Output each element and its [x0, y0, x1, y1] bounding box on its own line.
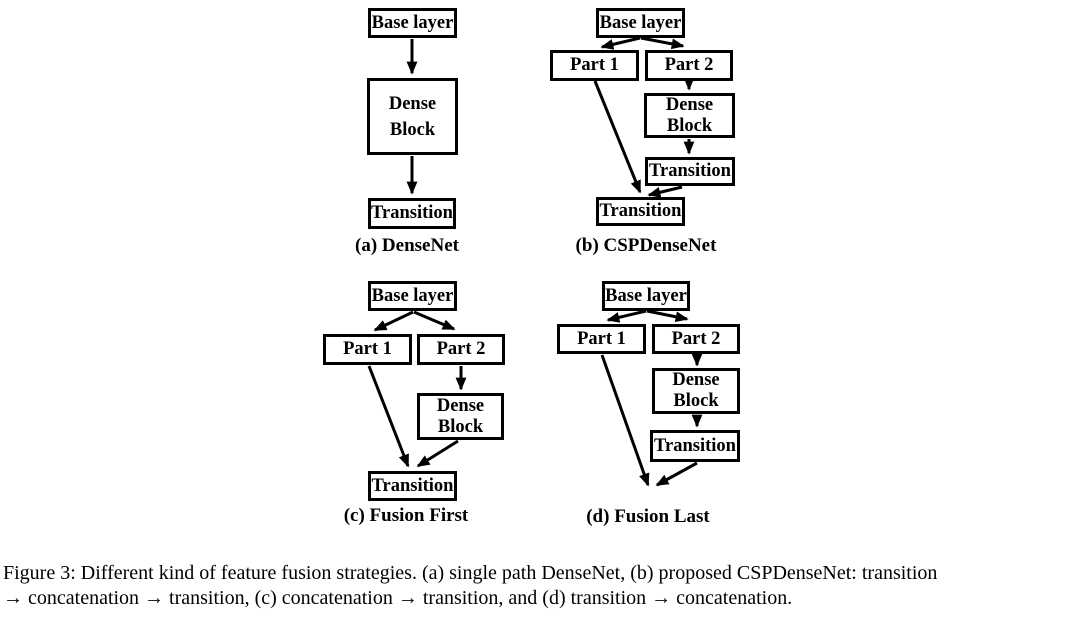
arrow-c-base-to-part1: [373, 310, 414, 332]
d-part1-label: Part 1: [577, 328, 626, 349]
a-transition-label: Transition: [371, 203, 453, 223]
panel-c-caption: (c) Fusion First: [343, 505, 469, 526]
a-base-layer-label: Base layer: [371, 12, 454, 33]
figure-caption-line2: → concatenation → transition, (c) concat…: [3, 587, 793, 609]
b-base-layer-label: Base layer: [599, 12, 682, 33]
arrow-b-base-to-part2: [640, 36, 685, 50]
arrow-d-part1-to-concat-point: [600, 354, 650, 487]
d-part2-label: Part 2: [671, 328, 721, 349]
arrow-c-dense-to-transition: [416, 439, 459, 468]
d-dense-block-box: Dense Block: [652, 368, 740, 414]
c-dense-block-box: Dense Block: [417, 393, 504, 440]
arrow-c-base-to-part2: [413, 310, 456, 331]
b-part1-box: Part 1: [550, 50, 639, 81]
d-transition-box: Transition: [650, 430, 740, 462]
c-base-layer-label: Base layer: [371, 285, 454, 306]
b-transition2-box: Transition: [596, 197, 685, 226]
c-base-layer-box: Base layer: [368, 281, 457, 311]
c-part1-box: Part 1: [323, 334, 412, 365]
arrow-b-base-to-part1: [600, 36, 641, 50]
c-part1-label: Part 1: [343, 339, 392, 359]
arrow-d-base-to-part1: [606, 309, 647, 323]
c-dense-block-label: Dense Block: [436, 395, 485, 437]
figure-caption-line1: Figure 3: Different kind of feature fusi…: [3, 562, 938, 584]
figure-caption: Figure 3: Different kind of feature fusi…: [3, 561, 1078, 611]
arrow-b-part1-to-transition2: [593, 80, 642, 194]
b-base-layer-box: Base layer: [596, 8, 685, 38]
a-transition-box: Transition: [368, 198, 456, 229]
arrow-c-part1-to-transition: [367, 365, 410, 468]
d-base-layer-label: Base layer: [605, 285, 687, 306]
panel-d-caption: (d) Fusion Last: [586, 506, 710, 527]
b-transition2-label: Transition: [599, 201, 682, 221]
b-part1-label: Part 1: [570, 55, 619, 75]
b-dense-block-box: Dense Block: [644, 93, 735, 138]
a-dense-block-box: Dense Block: [367, 78, 458, 155]
b-transition1-label: Transition: [649, 161, 731, 181]
arrow-b-transition1-to-transition2: [647, 185, 683, 198]
b-transition1-box: Transition: [645, 157, 735, 186]
a-base-layer-box: Base layer: [368, 8, 457, 38]
arrow-d-transition-to-concat-point: [655, 461, 698, 487]
d-dense-block-label: Dense Block: [672, 370, 720, 411]
c-part2-box: Part 2: [417, 334, 505, 365]
d-base-layer-box: Base layer: [602, 281, 690, 311]
panel-b-caption: (b) CSPDenseNet: [575, 235, 717, 256]
c-part2-label: Part 2: [436, 339, 486, 359]
d-transition-label: Transition: [654, 435, 736, 456]
c-transition-box: Transition: [368, 471, 457, 501]
d-part2-box: Part 2: [652, 324, 740, 354]
a-dense-block-label: Dense Block: [388, 93, 437, 140]
c-transition-label: Transition: [371, 475, 454, 496]
panel-a-caption: (a) DenseNet: [355, 235, 459, 256]
d-part1-box: Part 1: [557, 324, 646, 354]
b-dense-block-label: Dense Block: [665, 94, 714, 136]
arrow-d-base-to-part2: [646, 309, 689, 323]
b-part2-label: Part 2: [664, 55, 714, 75]
b-part2-box: Part 2: [645, 50, 733, 81]
